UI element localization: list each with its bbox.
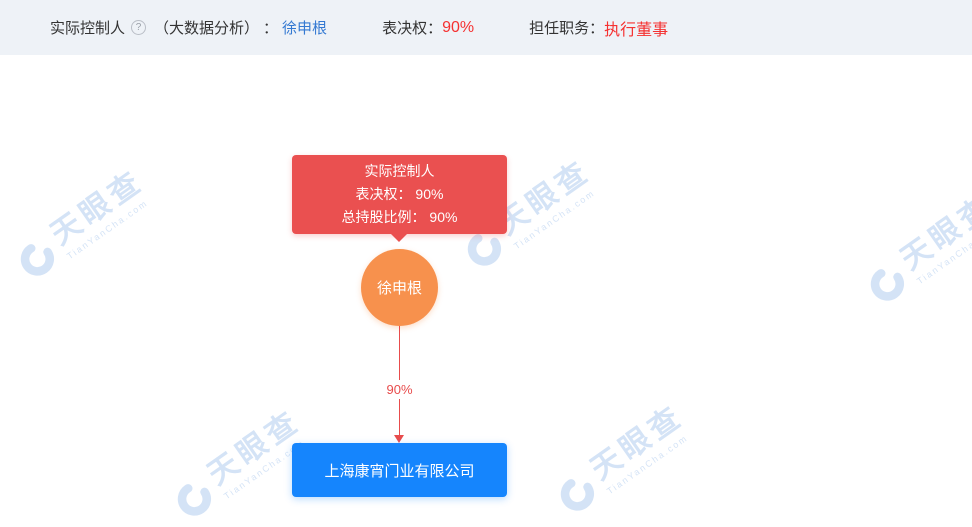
watermark-domain: TianYanCha.com <box>605 432 690 497</box>
ownership-percentage-label: 90% <box>377 380 422 399</box>
ownership-diagram: 天眼查 TianYanCha.com 天眼查 TianYanCha.com 天眼… <box>0 55 972 516</box>
watermark-domain: TianYanCha.com <box>512 187 597 252</box>
info-box-line3: 总持股比例： 90% <box>341 209 458 225</box>
watermark: 天眼查 TianYanCha.com <box>859 189 972 312</box>
info-box-line1: 实际控制人 <box>364 163 435 179</box>
watermark-brand: 天眼查 <box>44 164 150 252</box>
watermark-brand: 天眼查 <box>584 399 690 487</box>
controller-group: 实际控制人 ? （大数据分析） ： 徐申根 <box>50 17 327 38</box>
position-label: 担任职务： <box>529 20 605 37</box>
watermark-brand: 天眼查 <box>201 404 307 492</box>
voting-value: 90% <box>442 18 475 36</box>
controller-name-link[interactable]: 徐申根 <box>282 20 328 37</box>
watermark-brand: 天眼查 <box>491 154 597 242</box>
info-box-pointer-icon <box>391 234 407 242</box>
controller-info-box: 实际控制人 表决权： 90% 总持股比例： 90% <box>292 155 507 234</box>
tianyancha-logo-icon <box>870 266 904 301</box>
company-node[interactable]: 上海康宵门业有限公司 <box>292 443 507 497</box>
watermark-text: 天眼查 TianYanCha.com <box>894 189 972 287</box>
analysis-label: （大数据分析） <box>154 20 260 37</box>
tianyancha-logo-icon <box>177 481 211 516</box>
tianyancha-logo-icon <box>560 476 594 511</box>
info-icon[interactable]: ? <box>131 20 147 35</box>
position-value: 执行董事 <box>604 21 669 39</box>
watermark: 天眼查 TianYanCha.com <box>9 164 157 287</box>
controller-label: 实际控制人 <box>50 20 126 37</box>
header-bar: 实际控制人 ? （大数据分析） ： 徐申根 表决权： 90% 担任职务： 执行董… <box>0 0 972 55</box>
watermark-brand: 天眼查 <box>894 189 972 277</box>
tianyancha-logo-icon <box>20 241 54 276</box>
info-box-line2: 表决权： 90% <box>355 186 444 202</box>
voting-group: 表决权： 90% <box>382 17 474 38</box>
colon: ： <box>263 20 279 37</box>
voting-label: 表决权： <box>382 20 443 37</box>
watermark-text: 天眼查 TianYanCha.com <box>44 164 157 262</box>
arrow-down-icon <box>394 435 404 443</box>
person-node[interactable]: 徐申根 <box>361 249 438 326</box>
watermark-text: 天眼查 TianYanCha.com <box>491 154 604 252</box>
position-group: 担任职务： 执行董事 <box>529 16 668 40</box>
watermark-domain: TianYanCha.com <box>915 222 972 287</box>
watermark-domain: TianYanCha.com <box>65 197 150 262</box>
watermark: 天眼查 TianYanCha.com <box>549 399 697 522</box>
watermark-text: 天眼查 TianYanCha.com <box>584 399 697 497</box>
